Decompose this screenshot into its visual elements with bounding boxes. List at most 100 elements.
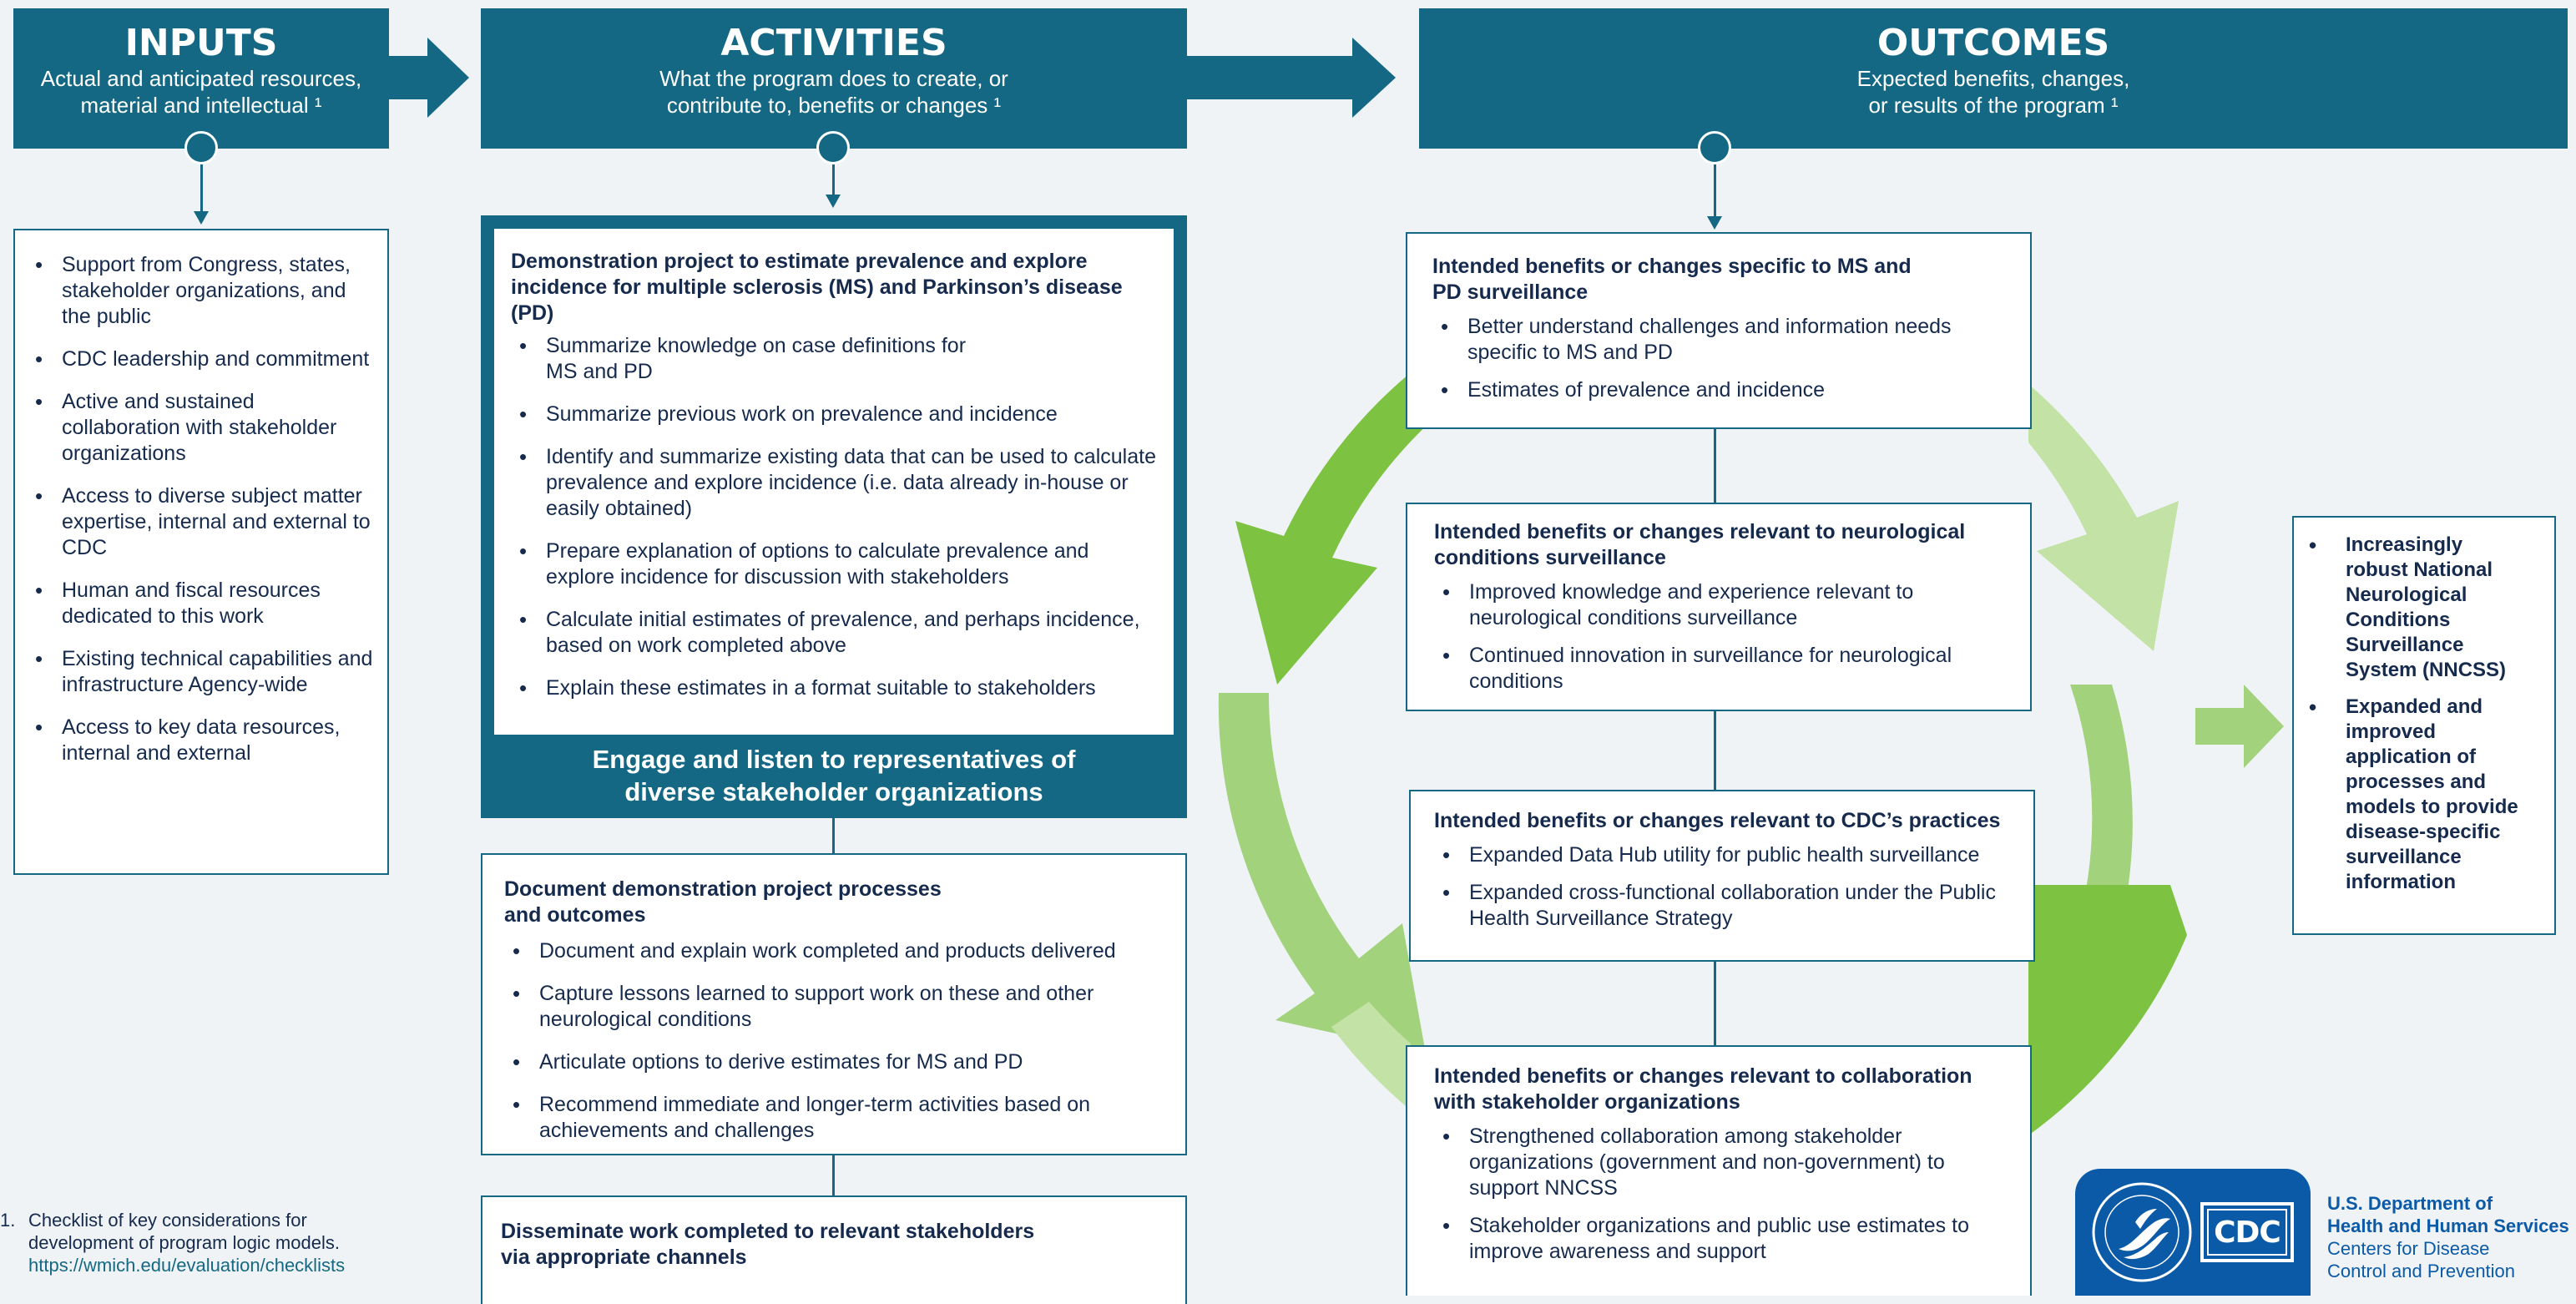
outcome-link-line-1	[1714, 429, 1716, 503]
outcome-box-neurological: Intended benefits or changes relevant to…	[1406, 503, 2032, 711]
demonstration-item: Prepare explanation of options to calcul…	[511, 538, 1157, 590]
cdc-mark-text: CDC	[2214, 1215, 2281, 1250]
demonstration-item: Identify and summarize existing data tha…	[511, 444, 1157, 522]
engage-line-2: diverse stakeholder organizations	[624, 777, 1043, 806]
inputs-connector-arrowhead	[194, 211, 209, 225]
footnote-text-line-1: Checklist of key considerations for	[28, 1210, 307, 1231]
activities-link-line-1	[832, 818, 835, 855]
outcome-item: Better understand challenges and informa…	[1432, 314, 2012, 366]
disseminate-box: Disseminate work completed to relevant s…	[481, 1195, 1187, 1304]
outcome-link-line-2	[1714, 711, 1716, 790]
inputs-list-box: Support from Congress, states, stakehold…	[13, 229, 389, 875]
document-item: Document and explain work completed and …	[504, 938, 1169, 964]
footnote-marker: 1.	[0, 1210, 16, 1231]
hhs-name-line-1: U.S. Department of	[2327, 1193, 2493, 1214]
inputs-arrow-head	[427, 38, 469, 118]
inputs-item: Human and fiscal resources dedicated to …	[27, 578, 374, 629]
cycle-arc-bottom-left	[1331, 1002, 1411, 1110]
activities-header: ACTIVITIES What the program does to crea…	[481, 8, 1187, 149]
inputs-item: Access to key data resources, internal a…	[27, 715, 374, 766]
footnote-link[interactable]: https://wmich.edu/evaluation/checklists	[28, 1255, 346, 1276]
outcome-box-collaboration: Intended benefits or changes relevant to…	[1406, 1045, 2032, 1296]
outcome-item: Improved knowledge and experience releva…	[1434, 579, 2012, 631]
demonstration-box: Demonstration project to estimate preval…	[494, 229, 1174, 735]
inputs-title: INPUTS	[124, 22, 278, 64]
cdc-mark-inner: CDC	[2207, 1209, 2287, 1256]
document-box: Document demonstration project processes…	[481, 853, 1187, 1155]
cdc-mark: CDC	[2200, 1202, 2294, 1262]
outcomes-title: OUTCOMES	[1876, 22, 2110, 64]
outcome-item: Estimates of prevalence and incidence	[1432, 377, 2012, 403]
outcome-box-ms-pd: Intended benefits or changes specific to…	[1406, 232, 2032, 429]
outcomes-subtitle-line-2: or results of the program ¹	[1868, 93, 2119, 118]
inputs-item: Support from Congress, states, stakehold…	[27, 252, 374, 330]
outcome-link-line-3	[1714, 962, 1716, 1045]
cdc-name-line-1: Centers for Disease	[2327, 1238, 2490, 1259]
outcome-box-heading: Intended benefits or changes relevant to…	[1434, 1064, 1972, 1114]
inputs-subtitle-line-1: Actual and anticipated resources,	[40, 66, 362, 91]
cycle-arc-lower-left	[1218, 693, 1426, 1054]
activities-link-line-2	[832, 1155, 835, 1197]
result-item: Increasingly robust National Neurologica…	[2294, 533, 2546, 683]
demonstration-item: Explain these estimates in a format suit…	[511, 675, 1157, 701]
activities-arrow-shaft	[1187, 56, 1352, 99]
outcome-item: Expanded Data Hub utility for public hea…	[1434, 842, 2015, 868]
activities-connector-line	[832, 164, 835, 196]
outcomes-result-arrow-shaft	[2195, 708, 2244, 745]
hhs-cdc-logo: CDC	[2075, 1169, 2311, 1296]
outcome-box-heading: Intended benefits or changes relevant to…	[1434, 809, 2001, 832]
outcomes-connector-arrowhead	[1707, 216, 1722, 230]
hhs-name-line-2: Health and Human Services	[2327, 1216, 2569, 1236]
demonstration-item: Summarize previous work on prevalence an…	[511, 402, 1157, 427]
inputs-item: Active and sustained collaboration with …	[27, 389, 374, 467]
inputs-header: INPUTS Actual and anticipated resources,…	[13, 8, 389, 149]
hhs-seal-icon	[2092, 1182, 2192, 1282]
demonstration-item: Summarize knowledge on case definitions …	[511, 333, 1157, 385]
cycle-arc-upper-left	[1235, 374, 1440, 685]
outcomes-results-box: Increasingly robust National Neurologica…	[2292, 516, 2556, 935]
document-item: Capture lessons learned to support work …	[504, 981, 1169, 1033]
document-heading-line-1: Document demonstration project processes	[504, 877, 942, 901]
inputs-subtitle-line-2: material and intellectual ¹	[80, 93, 322, 118]
inputs-connector-dot	[184, 131, 218, 164]
inputs-item: Access to diverse subject matter experti…	[27, 483, 374, 561]
activities-arrow-head	[1352, 38, 1396, 118]
outcomes-connector-line	[1714, 164, 1716, 218]
result-item: Expanded and improved application of pro…	[2294, 695, 2546, 895]
activities-subtitle-line-2: contribute to, benefits or changes ¹	[666, 93, 1002, 118]
outcome-item: Stakeholder organizations and public use…	[1434, 1213, 2012, 1265]
disseminate-heading: Disseminate work completed to relevant s…	[501, 1220, 1035, 1269]
outcome-box-cdc-practices: Intended benefits or changes relevant to…	[1409, 790, 2035, 962]
engage-stakeholders-label: Engage and listen to representatives of …	[481, 743, 1187, 808]
cdc-name-line-2: Control and Prevention	[2327, 1261, 2516, 1281]
document-item: Recommend immediate and longer-term acti…	[504, 1092, 1169, 1144]
activities-subtitle-line-1: What the program does to create, or	[659, 66, 1008, 91]
engage-line-1: Engage and listen to representatives of	[592, 745, 1076, 774]
footnote-text-line-2: development of program logic models.	[28, 1232, 340, 1253]
inputs-item: CDC leadership and commitment	[27, 346, 374, 372]
activities-title: ACTIVITIES	[720, 22, 947, 64]
cycle-arc-lower-right	[2028, 885, 2187, 1135]
outcomes-subtitle-line-1: Expected benefits, changes,	[1856, 66, 2130, 91]
outcome-item: Continued innovation in surveillance for…	[1434, 643, 2012, 695]
outcomes-result-arrow-head	[2244, 685, 2284, 768]
activities-connector-arrowhead	[826, 195, 841, 208]
inputs-connector-line	[200, 164, 203, 213]
document-heading-line-2: and outcomes	[504, 903, 646, 927]
document-item: Articulate options to derive estimates f…	[504, 1049, 1169, 1075]
cycle-arc-upper-right	[2028, 384, 2179, 651]
outcome-box-heading: Intended benefits or changes specific to…	[1432, 255, 1912, 304]
demonstration-heading: Demonstration project to estimate preval…	[511, 250, 1123, 325]
outcomes-connector-dot	[1698, 131, 1731, 164]
agency-names: U.S. Department of Health and Human Serv…	[2327, 1192, 2574, 1282]
outcome-box-heading: Intended benefits or changes relevant to…	[1434, 520, 1966, 569]
demonstration-item: Calculate initial estimates of prevalenc…	[511, 607, 1157, 659]
outcome-item: Expanded cross-functional collaboration …	[1434, 880, 2015, 932]
footnote: 1. Checklist of key considerations for d…	[0, 1209, 434, 1276]
outcome-item: Strengthened collaboration among stakeho…	[1434, 1124, 2012, 1201]
activities-connector-dot	[816, 131, 850, 164]
outcomes-header: OUTCOMES Expected benefits, changes, or …	[1419, 8, 2568, 149]
inputs-item: Existing technical capabilities and infr…	[27, 646, 374, 698]
inputs-arrow-shaft	[389, 56, 427, 99]
